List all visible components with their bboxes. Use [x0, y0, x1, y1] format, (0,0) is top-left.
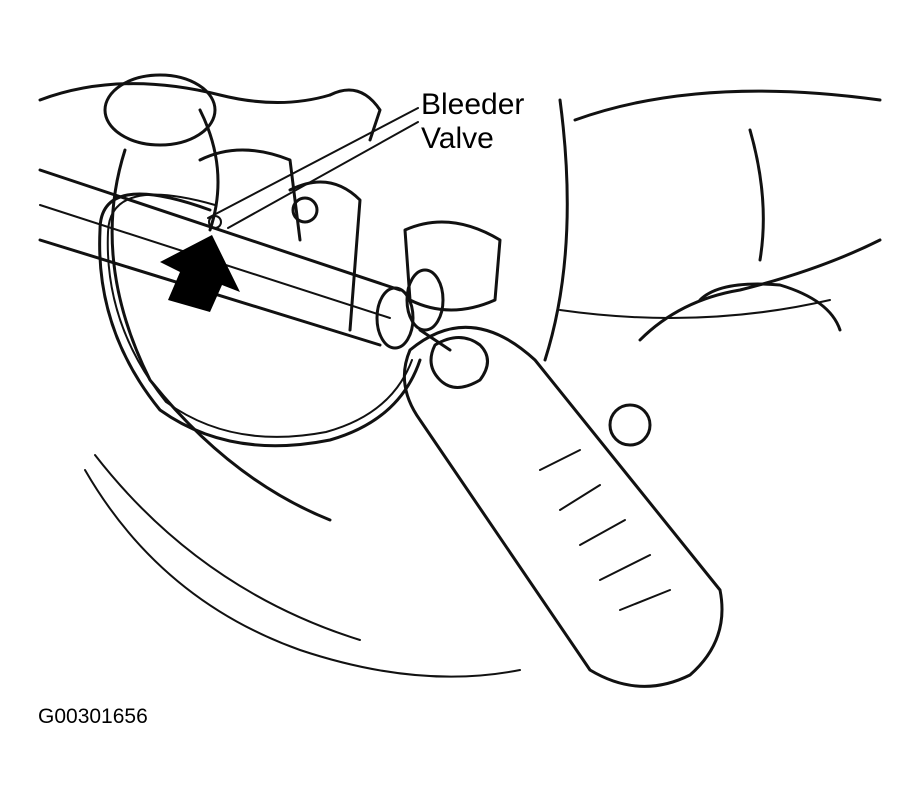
- bleeder-valve-label-line1: Bleeder: [421, 88, 525, 121]
- caliper-bar: [38, 148, 415, 350]
- brake-rotor-outline: [84, 148, 831, 678]
- bleeder-hose: [98, 192, 452, 448]
- figure-id: G00301656: [38, 705, 148, 728]
- pointer-arrow: [160, 235, 240, 312]
- bleeder-valve-label-line2: Valve: [421, 122, 494, 155]
- callout-leader-lines: [207, 107, 419, 229]
- strut-mount: [328, 88, 652, 447]
- steering-knuckle: [38, 73, 882, 362]
- bleeder-bottle: [402, 325, 724, 688]
